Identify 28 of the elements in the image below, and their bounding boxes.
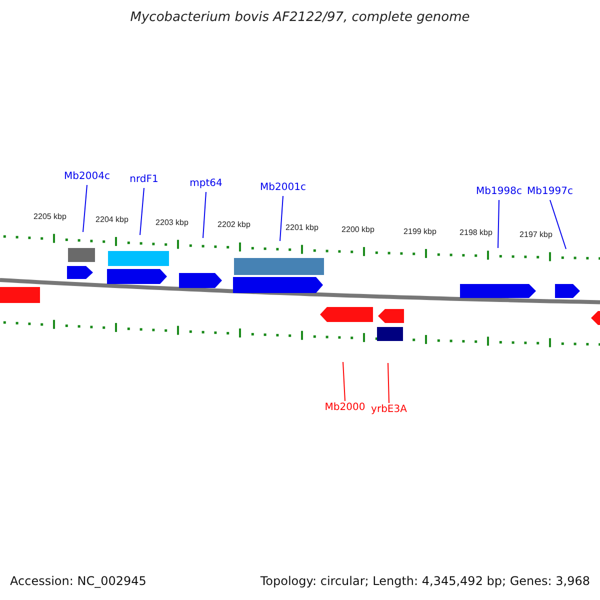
gene-label: Mb2004c [64, 172, 110, 182]
leader-line [498, 200, 500, 248]
scale-label: 2197 kbp [520, 230, 552, 239]
gene-label: Mb1997c [527, 187, 573, 197]
scale-label: 2201 kbp [286, 224, 318, 232]
gene-label: Mb2001c [260, 183, 306, 193]
leader-line [140, 188, 144, 236]
scale-label: 2205 kbp [34, 212, 66, 221]
leader-line [280, 196, 284, 242]
gene-label: mpt64 [190, 179, 222, 189]
scale-label: 2198 kbp [460, 229, 492, 238]
gene-label: Mb2000 [324, 403, 366, 413]
scale-label: 2203 kbp [156, 218, 188, 227]
scale-label: 2200 kbp [342, 226, 374, 234]
gene-label: Mb1998c [476, 187, 522, 197]
footer-text: Topology: circular; Length: 4,345,492 bp; Genes: 3,968 [260, 575, 590, 587]
leader-line [82, 184, 88, 232]
scale-label: 2202 kbp [218, 221, 250, 230]
leader-line [202, 192, 206, 238]
scale-label: 2204 kbp [96, 216, 128, 224]
title: Mycobacterium bovis AF2122/97, complete genome [130, 11, 470, 24]
gene-label: yrbE3A [371, 405, 407, 415]
leader-line [550, 200, 566, 250]
leader-line [388, 362, 390, 404]
leader-line [342, 362, 346, 402]
footer-text: Accession: NC_002945 [10, 575, 146, 587]
gene-label: nrdF1 [130, 175, 158, 185]
scale-label: 2199 kbp [404, 228, 436, 236]
